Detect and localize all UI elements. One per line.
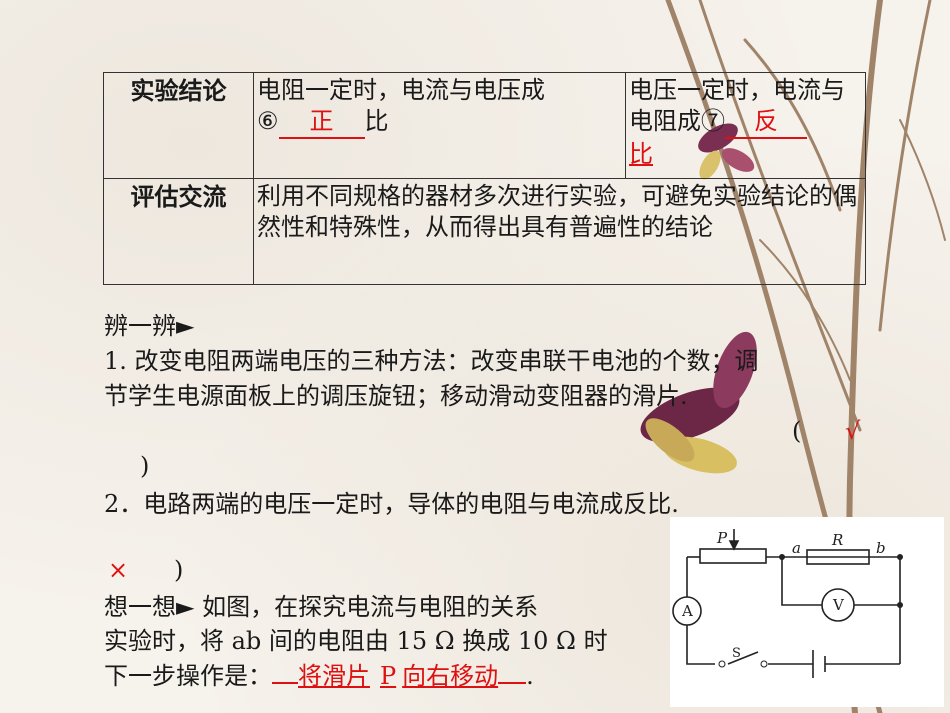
think-answer-a: 将滑片 <box>298 662 370 690</box>
think-line-2: 实验时，将 ab 间的电阻由 15 Ω 换成 10 Ω 时 <box>104 627 608 655</box>
answer-blank: 反 <box>725 106 807 140</box>
ammeter-label: A <box>681 602 693 620</box>
question-2-paren-close: ) <box>174 556 184 584</box>
label-a: a <box>792 539 801 557</box>
answer-continuation: 比 <box>629 140 653 169</box>
cell-text: 电阻一定时，电流与电压成 <box>257 76 545 104</box>
flower-middle <box>640 331 757 474</box>
circle-number: ⑦ <box>701 107 725 136</box>
think-suffix: . <box>526 662 534 690</box>
row-heading: 评估交流 <box>103 178 254 285</box>
switch-label: S <box>732 646 741 661</box>
think-answer-b: 向右移动 <box>402 662 499 690</box>
question-1-line-1: 1. 改变电阻两端电压的三种方法：改变串联干电池的个数；调 <box>104 347 759 375</box>
question-1-paren-open: ( <box>792 417 802 445</box>
table-row: 评估交流 利用不同规格的器材多次进行实验，可避免实验结论的偶然性和特殊性，从而得… <box>103 178 866 285</box>
question-1-paren-close: ) <box>140 452 150 480</box>
voltmeter-label: V <box>832 596 845 614</box>
think-prefix: 下一步操作是： <box>104 662 272 690</box>
question-2-answer: × <box>108 556 129 584</box>
label-p: P <box>716 529 728 547</box>
label-b: b <box>876 539 886 557</box>
row-heading: 实验结论 <box>103 72 254 179</box>
think-answer-p: P <box>380 662 397 690</box>
cell-text: 比 <box>364 107 389 136</box>
question-1-answer: √ <box>845 417 861 445</box>
question-1-line-2: 节学生电源面板上的调压旋钮；移动滑动变阻器的滑片. <box>104 382 688 410</box>
evaluation-cell: 利用不同规格的器材多次进行实验，可避免实验结论的偶然性和特殊性，从而得出具有普遍… <box>253 178 866 285</box>
question-2-text: 2．电路两端的电压一定时，导体的电阻与电流成反比. <box>104 490 679 518</box>
think-line-1: 想一想► 如图，在探究电流与电阻的关系 <box>104 593 539 621</box>
circle-number: ⑥ <box>257 107 279 136</box>
label-r: R <box>831 531 843 549</box>
circuit-diagram: P a R b A V S <box>670 517 944 707</box>
answer-blank: 正 <box>278 106 365 140</box>
cell-text: 电压一定时，电流与电阻成 <box>629 76 845 136</box>
distinguish-title: 辨一辨► <box>104 312 195 340</box>
